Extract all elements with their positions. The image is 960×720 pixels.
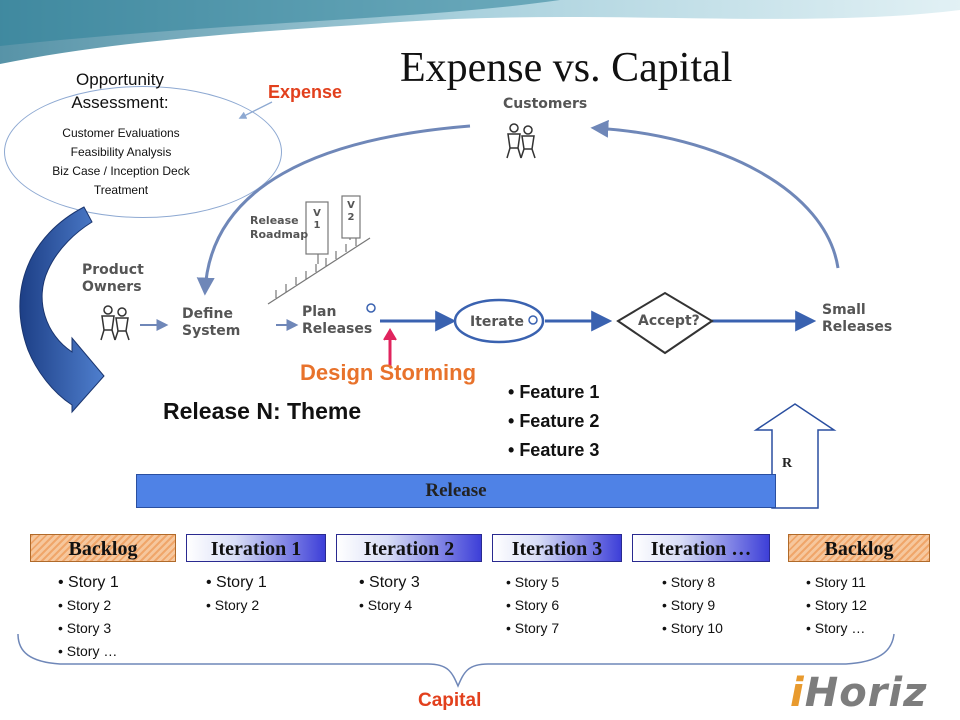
header-wave-band (0, 0, 960, 64)
column-header-iteration-3: Iteration 3 (492, 534, 622, 562)
story-list-iteration-2: • Story 3 • Story 4 (359, 571, 420, 617)
opportunity-item: Biz Case / Inception Deck (52, 164, 190, 178)
logo-letter-i: i (790, 670, 805, 716)
customers-icon (506, 123, 536, 159)
product-owners-icon (100, 305, 130, 341)
opportunity-item: Feasibility Analysis (70, 145, 172, 159)
column-header-backlog: Backlog (30, 534, 176, 562)
story-item: • Story 11 (806, 574, 866, 590)
opportunity-ellipse (4, 86, 282, 218)
story-item: • Story 2 (206, 597, 260, 613)
story-item: • Story 7 (506, 620, 560, 636)
story-item: • Story 9 (662, 597, 716, 613)
feature-list: • Feature 1 • Feature 2 • Feature 3 (508, 378, 599, 465)
story-item: • Story 5 (506, 574, 560, 590)
define-system-label: Define System (182, 306, 241, 339)
page-title: Expense vs. Capital (400, 45, 733, 91)
story-item: • Story 1 (58, 574, 119, 591)
opportunity-list: Customer Evaluations Feasibility Analysi… (12, 124, 230, 200)
ihoriz-logo: iHoriz (790, 670, 927, 716)
customers-label: Customers (503, 96, 588, 112)
capital-label: Capital (418, 690, 482, 711)
feature-item: • Feature 2 (508, 411, 600, 431)
opportunity-heading: Opportunity Assessment: (71, 70, 169, 112)
story-item: • Story 8 (662, 574, 716, 590)
story-item: • Story … (806, 620, 866, 636)
logo-text: Horiz (804, 670, 928, 716)
release-roadmap-label: Release Roadmap (250, 214, 309, 241)
v1-label: V 1 (313, 208, 321, 231)
story-list-iteration-1: • Story 1 • Story 2 (206, 571, 267, 617)
design-storming-marker-head (383, 328, 397, 341)
release-bar: Release (136, 474, 776, 508)
column-header-iteration-1: Iteration 1 (186, 534, 326, 562)
return-arc-right (590, 119, 840, 269)
story-item: • Story 6 (506, 597, 560, 613)
feature-item: • Feature 3 (508, 440, 600, 460)
story-item: • Story 2 (58, 597, 112, 613)
release-theme-label: Release N: Theme (163, 398, 362, 424)
iterate-label: Iterate (470, 314, 524, 330)
capital-brace (17, 633, 895, 688)
story-list-backlog: • Story 1 • Story 2 • Story 3 • Story … (58, 571, 119, 663)
design-storming-label: Design Storming (300, 360, 477, 385)
story-item: • Story 3 (58, 620, 112, 636)
product-owners-label: Product Owners (82, 262, 144, 295)
column-header-iteration-2: Iteration 2 (336, 534, 482, 562)
iterate-ellipse (453, 298, 545, 344)
accept-diamond (616, 291, 714, 355)
opportunity-item: Treatment (93, 183, 149, 197)
accept-label: Accept? (638, 313, 700, 329)
release-roadmap-sketch (267, 195, 371, 305)
feature-item: • Feature 1 (508, 382, 600, 402)
story-item: • Story 3 (359, 574, 420, 591)
plan-releases-label: Plan Releases (302, 304, 373, 337)
story-list-backlog-end: • Story 11 • Story 12 • Story … (806, 571, 867, 640)
plan-magnifier-icon (366, 303, 376, 313)
story-item: • Story … (58, 643, 118, 659)
expense-pointer-arrow (238, 101, 273, 119)
story-list-iteration-n: • Story 8 • Story 9 • Story 10 (662, 571, 723, 640)
column-header-iteration-n: Iteration … (632, 534, 770, 562)
return-arc-left (196, 124, 471, 296)
expense-label: Expense (268, 82, 343, 102)
story-item: • Story 10 (662, 620, 723, 636)
story-item: • Story 1 (206, 574, 267, 591)
story-item: • Story 12 (806, 597, 867, 613)
small-releases-label: Small Releases (822, 302, 893, 335)
curved-big-arrow (19, 206, 105, 414)
column-header-backlog-end: Backlog (788, 534, 930, 562)
release-r-label: R (781, 456, 793, 471)
v2-label: V 2 (347, 200, 355, 223)
story-list-iteration-3: • Story 5 • Story 6 • Story 7 (506, 571, 559, 640)
iterate-magnifier-icon (528, 315, 538, 325)
story-item: • Story 4 (359, 597, 413, 613)
opportunity-item: Customer Evaluations (62, 126, 180, 140)
